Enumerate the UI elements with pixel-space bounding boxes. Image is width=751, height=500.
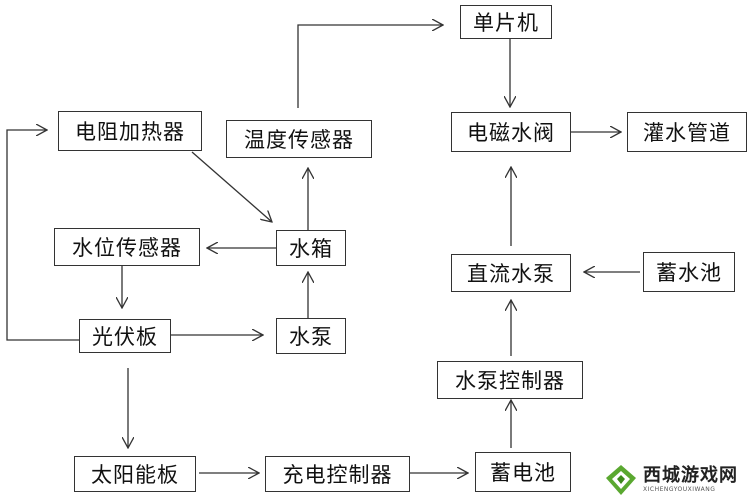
node-water-tank: 水箱 (276, 230, 346, 266)
watermark-logo: 西城游戏网 XICHENGYOUXIWANG (603, 462, 749, 498)
node-temp-sensor: 温度传感器 (226, 120, 372, 158)
edge-heater-to-water-tank (191, 151, 272, 222)
node-mcu: 单片机 (460, 5, 552, 39)
node-pv-panel: 光伏板 (79, 319, 171, 353)
edge-pv-panel-to-heater (6, 130, 82, 341)
edge-temp-sensor-to-mcu (297, 25, 443, 108)
node-reservoir: 蓄水池 (643, 252, 735, 292)
watermark-sub: XICHENGYOUXIWANG (643, 486, 716, 493)
node-dc-pump: 直流水泵 (451, 254, 571, 292)
node-pump-controller: 水泵控制器 (437, 361, 583, 399)
watermark-name: 西城游戏网 (643, 465, 738, 486)
node-water-pump: 水泵 (276, 318, 346, 354)
node-charge-controller: 充电控制器 (265, 456, 410, 492)
leaf-logo-icon (606, 465, 636, 495)
node-solar-panel: 太阳能板 (74, 456, 196, 492)
node-solenoid-valve: 电磁水阀 (451, 112, 571, 152)
node-heater: 电阻加热器 (58, 111, 202, 151)
node-level-sensor: 水位传感器 (54, 228, 200, 266)
node-battery: 蓄电池 (475, 452, 571, 492)
node-irrigation-pipe: 灌水管道 (627, 112, 747, 152)
